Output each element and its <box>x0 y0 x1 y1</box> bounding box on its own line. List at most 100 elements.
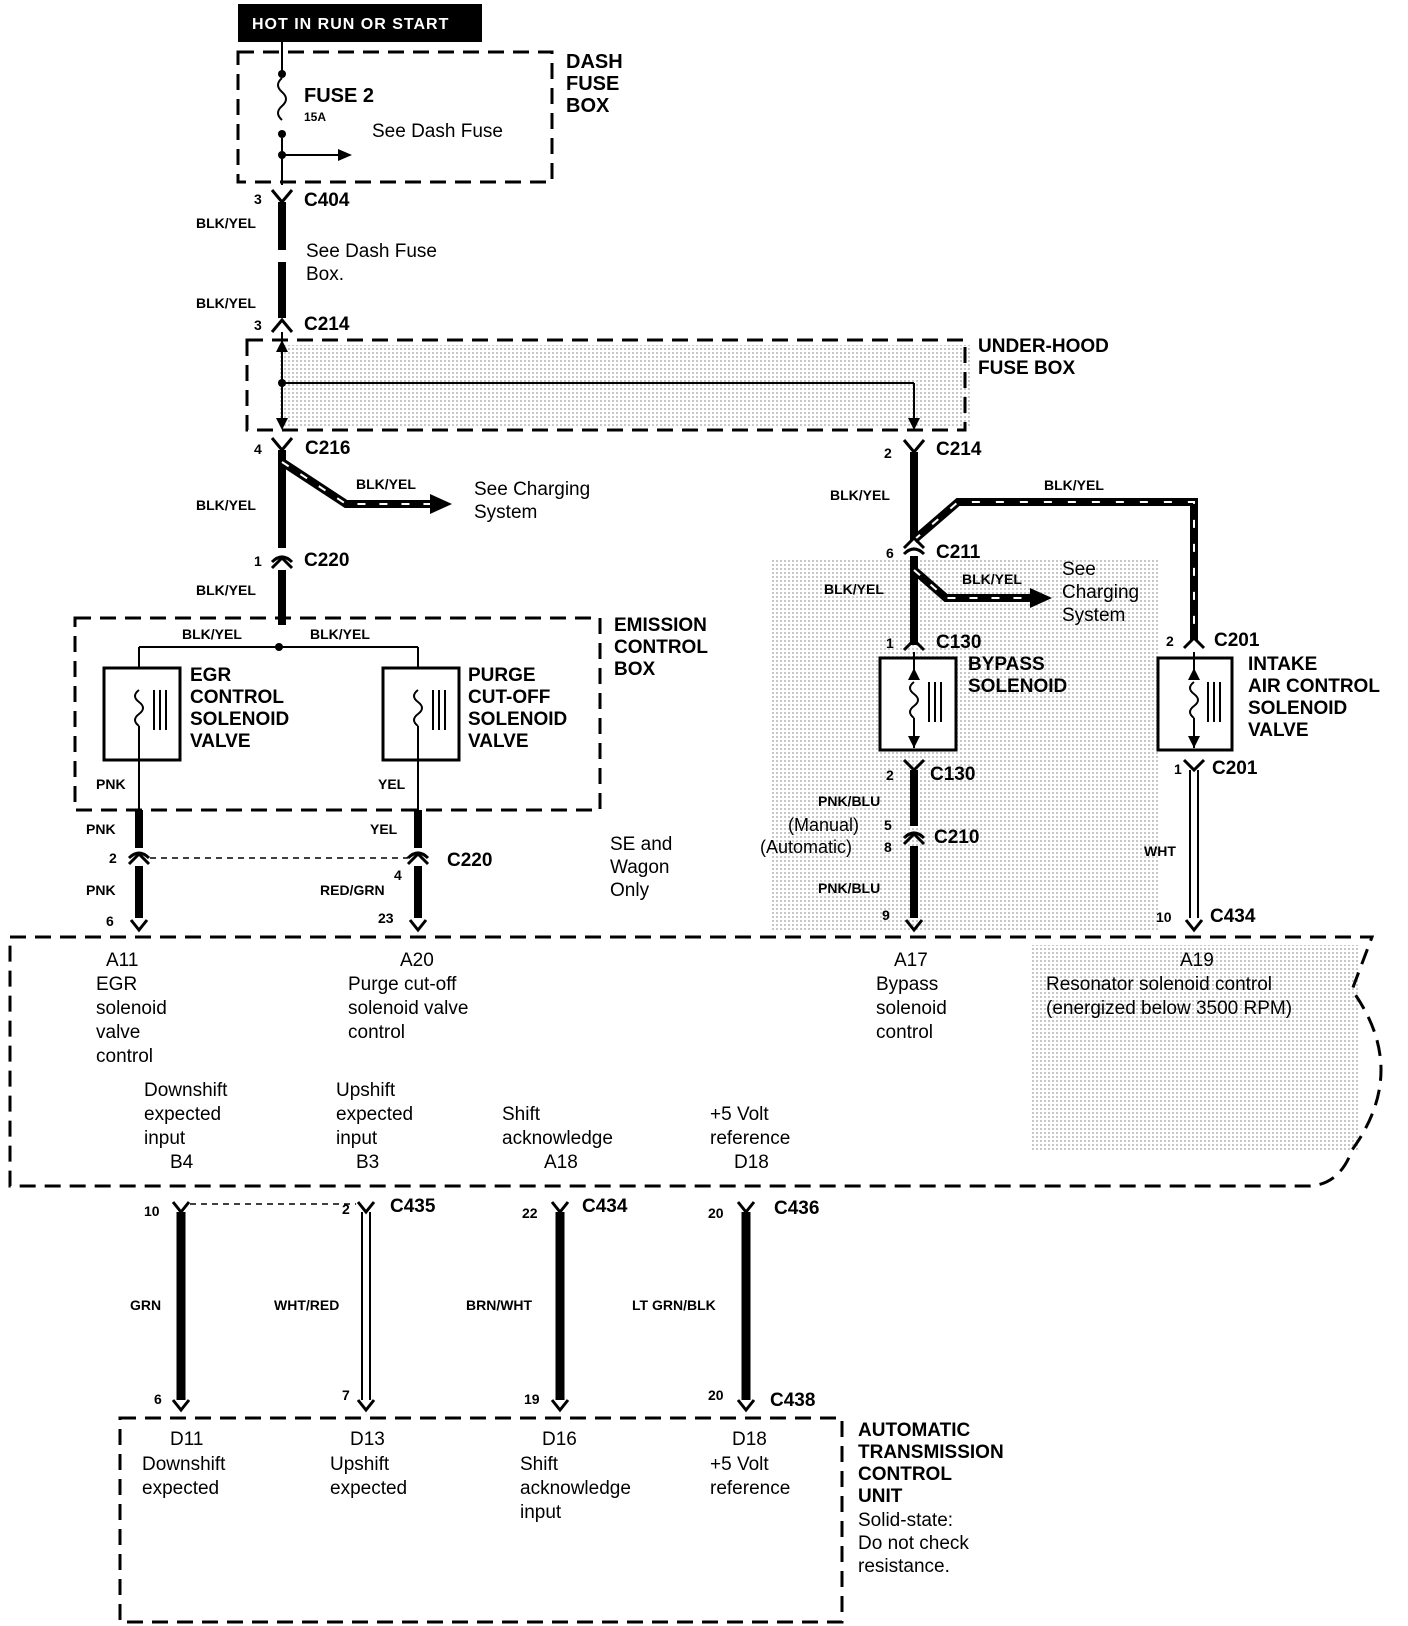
wire-pin-2: 2 <box>342 1201 350 1217</box>
ecm-a17: A17 <box>894 950 928 971</box>
egr-label-2: CONTROL <box>190 687 284 708</box>
ecm-a20: A20 <box>400 950 434 971</box>
wire-label-ltgrnblk: LT GRN/BLK <box>632 1297 716 1313</box>
manual-label: (Manual) <box>788 815 859 835</box>
tcu-d18-text-2: reference <box>710 1478 790 1499</box>
purge-label-2: CUT-OFF <box>468 687 550 708</box>
tcu-note-3: resistance. <box>858 1556 950 1577</box>
tcu-d16: D16 <box>542 1429 577 1450</box>
purge-solenoid-symbol <box>381 666 461 762</box>
egr-solenoid-symbol <box>102 666 182 762</box>
ecm-a17-text-1: Bypass <box>876 974 938 995</box>
c216-pin: 4 <box>254 441 262 457</box>
c201-pin-2: 2 <box>1166 633 1174 649</box>
ecm-box: A11 EGR solenoid valve control A20 Purge… <box>8 935 1383 1188</box>
wire-label-blkyel-5: BLK/YEL <box>196 582 256 598</box>
coil-icon <box>413 689 423 727</box>
ecm-b4: B4 <box>170 1152 194 1173</box>
ecm-d18: D18 <box>734 1152 769 1173</box>
c210-label: C210 <box>934 827 979 848</box>
wire-label-pnk-inside: PNK <box>96 776 126 792</box>
dash-fuse-box: DASH FUSE BOX FUSE 2 15A See Dash Fuse <box>236 42 623 185</box>
intake-label-4: VALVE <box>1248 720 1309 741</box>
under-hood-label-2: FUSE BOX <box>978 358 1075 379</box>
c201-label-top: C201 <box>1214 630 1260 651</box>
wire-label-blkyel-6: BLK/YEL <box>182 626 242 642</box>
ecm-a18: A18 <box>544 1152 578 1173</box>
wire-label-blkyel-4: BLK/YEL <box>356 476 416 492</box>
tcu-d11-text-2: expected <box>142 1478 219 1499</box>
ecm-pin-6: 6 <box>106 913 114 929</box>
wire-label-pnk-b: PNK <box>86 882 116 898</box>
ecm-b4-text-3: input <box>144 1128 186 1149</box>
power-header-text: HOT IN RUN OR START <box>252 16 449 33</box>
arrow-right-icon <box>430 494 452 514</box>
tcu-d13: D13 <box>350 1429 385 1450</box>
c211-pin-6: 6 <box>886 545 894 561</box>
wire-pin-7: 7 <box>342 1387 350 1403</box>
egr-label-3: SOLENOID <box>190 709 289 730</box>
wire-label-pnk-a: PNK <box>86 821 116 837</box>
intake-label-3: SOLENOID <box>1248 698 1347 719</box>
bottom-wires: 10 GRN 6 2 C435 WHT/RED 7 22 C434 BRN/WH… <box>130 1196 819 1413</box>
fuse-icon <box>277 77 287 121</box>
c130-label-top: C130 <box>936 632 981 653</box>
ecm-a17-text-2: solenoid <box>876 998 947 1019</box>
wire-label-redgrn: RED/GRN <box>320 882 385 898</box>
tcu-title-3: CONTROL <box>858 1464 952 1485</box>
arrow-right-icon <box>1030 588 1052 608</box>
ecm-a18-text-1: Shift <box>502 1104 541 1125</box>
c220-pin-4: 4 <box>394 867 402 883</box>
tcu-d13-text-1: Upshift <box>330 1454 390 1475</box>
wire-label-blkyel-11: BLK/YEL <box>962 571 1022 587</box>
tcu-d13-text-2: expected <box>330 1478 407 1499</box>
coil-icon <box>134 689 144 727</box>
ecm-pin-9: 9 <box>882 907 890 923</box>
tcu-note-2: Do not check <box>858 1533 969 1554</box>
dash-fuse-box-label-2: FUSE <box>566 73 619 95</box>
wire-label-pnkblu-2: PNK/BLU <box>818 880 880 896</box>
wire-label-whtred: WHT/RED <box>274 1297 339 1313</box>
c201-label-bottom: C201 <box>1212 758 1258 779</box>
ecm-a11-text-3: valve <box>96 1022 140 1043</box>
emission-control-box: EMISSION CONTROL BOX BLK/YEL BLK/YEL EGR… <box>73 615 708 812</box>
c210-pin-8: 8 <box>884 839 892 855</box>
c220-pin-2: 2 <box>109 850 117 866</box>
see-charging-2-line3: System <box>1062 605 1125 626</box>
left-branch: 4 C216 BLK/YEL BLK/YEL See Charging Syst… <box>196 437 590 625</box>
tcu-d11-text-1: Downshift <box>142 1454 226 1475</box>
shading <box>280 345 1360 1150</box>
see-charging-2-line2: Charging <box>1062 582 1139 603</box>
ecm-a20-text-3: control <box>348 1022 405 1043</box>
bypass-label-2: SOLENOID <box>968 676 1067 697</box>
under-hood-fuse-box: UNDER-HOOD FUSE BOX <box>245 336 1109 432</box>
ecm-b4-text-2: expected <box>144 1104 221 1125</box>
ecm-a11-text-2: solenoid <box>96 998 167 1019</box>
c214-label-right: C214 <box>936 439 982 460</box>
ecm-b4-text-1: Downshift <box>144 1080 228 1101</box>
see-charging-1-line2: System <box>474 502 537 523</box>
c214-label-top: C214 <box>304 314 350 335</box>
c220-pin-1: 1 <box>254 553 262 569</box>
purge-label-4: VALVE <box>468 731 529 752</box>
ecm-a20-text-1: Purge cut-off <box>348 974 457 995</box>
tcu-d16-text-1: Shift <box>520 1454 559 1475</box>
wire-label-grn: GRN <box>130 1297 161 1313</box>
coil-icon <box>1189 681 1199 719</box>
tcu-box: D11 Downshift expected D13 Upshift expec… <box>118 1416 1004 1624</box>
ecm-d18-text-2: reference <box>710 1128 790 1149</box>
wire-label-yel-inside: YEL <box>378 776 406 792</box>
ecm-a11-text-4: control <box>96 1046 153 1067</box>
dash-fuse-box-label-1: DASH <box>566 51 623 73</box>
ecm-pin-23: 23 <box>378 910 394 926</box>
se-wagon-note-3: Only <box>610 880 650 901</box>
lower-left-wires: PNK YEL 2 4 C220 PNK RED/GRN 6 23 SE and… <box>86 810 672 933</box>
see-dash-fuse-box-2: Box. <box>306 264 344 285</box>
intake-label-2: AIR CONTROL <box>1248 676 1380 697</box>
power-header: HOT IN RUN OR START <box>238 4 482 42</box>
purge-label-3: SOLENOID <box>468 709 567 730</box>
egr-label-4: VALVE <box>190 731 251 752</box>
c201-pin-1: 1 <box>1174 761 1182 777</box>
